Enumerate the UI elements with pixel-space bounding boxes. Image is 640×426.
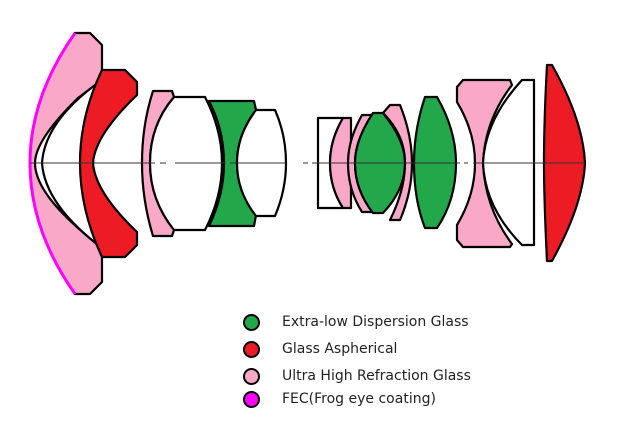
- legend-label: Extra-low Dispersion Glass: [282, 314, 469, 330]
- legend-item-uhr: Ultra High Refraction Glass: [243, 366, 471, 386]
- red-circle-icon: [243, 340, 260, 358]
- green-circle-icon: [243, 313, 260, 331]
- lens-element-2: [78, 68, 139, 259]
- magenta-circle-icon: [243, 390, 260, 408]
- legend-label: Ultra High Refraction Glass: [282, 368, 471, 384]
- lens-diagram: [28, 31, 587, 296]
- legend-item-aspherical: Glass Aspherical: [243, 339, 397, 359]
- lens-element-13: [455, 78, 514, 249]
- legend-label: FEC(Frog eye coating): [282, 391, 436, 407]
- lens-element-11: [381, 103, 414, 222]
- legend-label: Glass Aspherical: [282, 341, 398, 357]
- legend-item-fec: FEC(Frog eye coating): [243, 389, 436, 409]
- pink-circle-icon: [243, 367, 260, 385]
- legend-item-ed: Extra-low Dispersion Glass: [243, 312, 469, 332]
